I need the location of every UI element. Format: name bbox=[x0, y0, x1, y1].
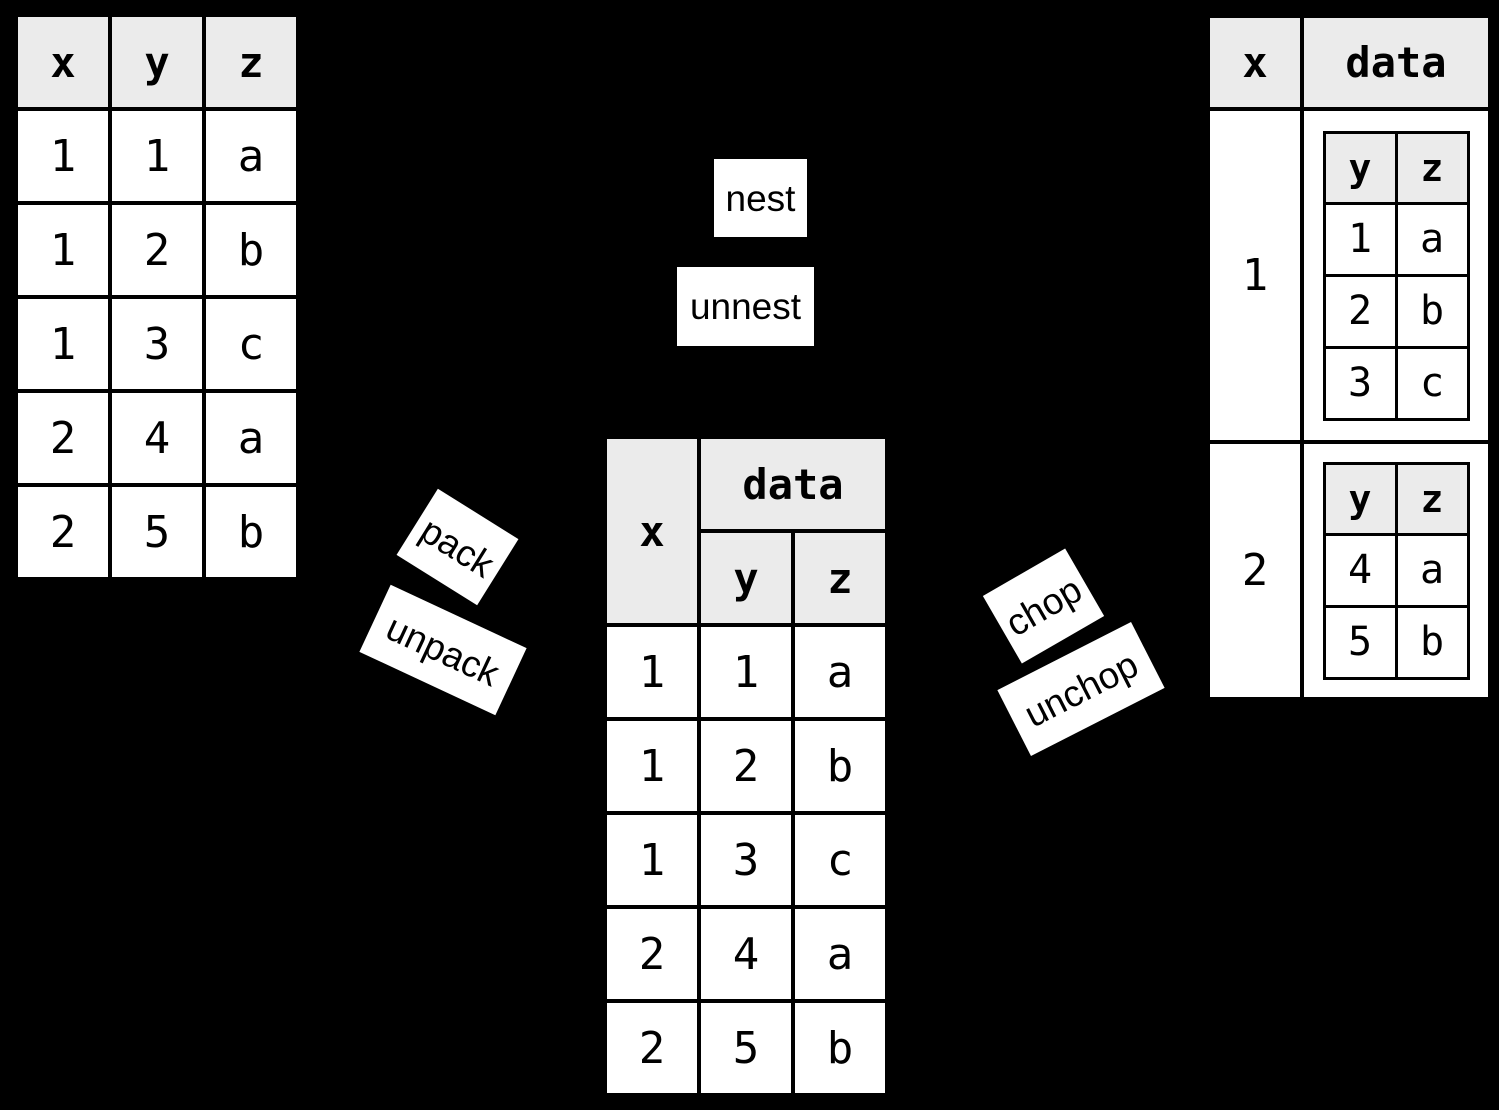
cell: b bbox=[1394, 273, 1470, 349]
mini-table-header-row: y z bbox=[1322, 130, 1470, 205]
table-row: 2 5 b bbox=[14, 483, 300, 581]
unnest-label: unnest bbox=[677, 267, 814, 346]
cell: 2 bbox=[603, 999, 701, 1097]
group-data-cell: y z 4 a 5 b bbox=[1300, 440, 1492, 701]
table-row: 1 3 c bbox=[603, 811, 889, 909]
packed-table-header-row: x data bbox=[603, 435, 889, 627]
mini-header-z: z bbox=[1394, 461, 1470, 536]
nest-label: nest bbox=[714, 159, 807, 237]
packed-header-data: data bbox=[697, 435, 889, 533]
cell: b bbox=[202, 483, 300, 581]
mini-table-group-1: y z 1 a 2 b bbox=[1322, 130, 1470, 421]
cell: 2 bbox=[603, 905, 701, 1003]
cell: 3 bbox=[108, 295, 206, 393]
cell: a bbox=[1394, 532, 1470, 608]
table-row: 1 2 b bbox=[603, 717, 889, 815]
cell: a bbox=[791, 905, 889, 1003]
table-row: 2 5 b bbox=[603, 999, 889, 1097]
cell: 1 bbox=[14, 107, 112, 205]
group-key-cell: 2 bbox=[1206, 440, 1304, 701]
packed-subheader-y: y bbox=[697, 529, 795, 627]
group-key-cell: 1 bbox=[1206, 107, 1304, 444]
packed-table: x data y z 1 1 a 1 2 b 1 3 c bbox=[603, 435, 889, 1097]
table-row: 2 4 a bbox=[603, 905, 889, 1003]
packed-table-subheader-row: y z bbox=[605, 529, 889, 627]
cell: 2 bbox=[14, 483, 112, 581]
cell: 4 bbox=[108, 389, 206, 487]
cell: c bbox=[202, 295, 300, 393]
nested-header-data: data bbox=[1300, 14, 1492, 111]
cell: 2 bbox=[14, 389, 112, 487]
cell: a bbox=[202, 107, 300, 205]
flat-table: x y z 1 1 a 1 2 b 1 3 c 2 4 bbox=[14, 13, 300, 581]
cell: 5 bbox=[108, 483, 206, 581]
table-row: 1 2 b bbox=[14, 201, 300, 299]
mini-header-y: y bbox=[1322, 461, 1398, 536]
cell: a bbox=[202, 389, 300, 487]
cell: 1 bbox=[14, 201, 112, 299]
nested-table: x data 1 y z bbox=[1206, 14, 1492, 701]
cell: 4 bbox=[1322, 532, 1398, 608]
table-row: 1 1 a bbox=[603, 623, 889, 721]
cell: 2 bbox=[697, 717, 795, 815]
cell: b bbox=[791, 717, 889, 815]
cell: c bbox=[1394, 345, 1470, 421]
cell: 3 bbox=[1322, 345, 1398, 421]
table-row: 4 a bbox=[1322, 532, 1470, 608]
flat-table-header-row: x y z bbox=[14, 13, 300, 111]
cell: 2 bbox=[108, 201, 206, 299]
mini-header-z: z bbox=[1394, 130, 1470, 205]
group-data-cell: y z 1 a 2 b bbox=[1300, 107, 1492, 444]
cell: 1 bbox=[14, 295, 112, 393]
table-row: 1 a bbox=[1322, 201, 1470, 277]
cell: b bbox=[1394, 604, 1470, 680]
mini-table-group-2: y z 4 a 5 b bbox=[1322, 461, 1470, 680]
cell: 1 bbox=[108, 107, 206, 205]
packed-subheader-z: z bbox=[791, 529, 889, 627]
flat-header-z: z bbox=[202, 13, 300, 111]
packed-header-x: x bbox=[603, 435, 701, 627]
pack-label: pack bbox=[396, 488, 519, 606]
cell: b bbox=[202, 201, 300, 299]
cell: 1 bbox=[697, 623, 795, 721]
mini-header-y: y bbox=[1322, 130, 1398, 205]
nested-header-x: x bbox=[1206, 14, 1304, 111]
table-row: 3 c bbox=[1322, 345, 1470, 421]
cell: 1 bbox=[1322, 201, 1398, 277]
cell: 2 bbox=[1322, 273, 1398, 349]
unpack-label: unpack bbox=[359, 584, 527, 716]
nested-table-header-row: x data bbox=[1206, 14, 1492, 111]
cell: 1 bbox=[603, 717, 701, 815]
cell: a bbox=[1394, 201, 1470, 277]
cell: 5 bbox=[697, 999, 795, 1097]
cell: 1 bbox=[603, 623, 701, 721]
mini-table-header-row: y z bbox=[1322, 461, 1470, 536]
cell: a bbox=[791, 623, 889, 721]
nested-group-row: 1 y z 1 a bbox=[1206, 107, 1492, 444]
table-row: 1 3 c bbox=[14, 295, 300, 393]
cell: b bbox=[791, 999, 889, 1097]
cell: 4 bbox=[697, 905, 795, 1003]
flat-header-x: x bbox=[14, 13, 112, 111]
cell: 5 bbox=[1322, 604, 1398, 680]
flat-header-y: y bbox=[108, 13, 206, 111]
cell: 1 bbox=[603, 811, 701, 909]
cell: c bbox=[791, 811, 889, 909]
table-row: 2 b bbox=[1322, 273, 1470, 349]
table-row: 2 4 a bbox=[14, 389, 300, 487]
cell: 3 bbox=[697, 811, 795, 909]
table-row: 5 b bbox=[1322, 604, 1470, 680]
nested-group-row: 2 y z 4 a bbox=[1206, 440, 1492, 701]
table-row: 1 1 a bbox=[14, 107, 300, 205]
